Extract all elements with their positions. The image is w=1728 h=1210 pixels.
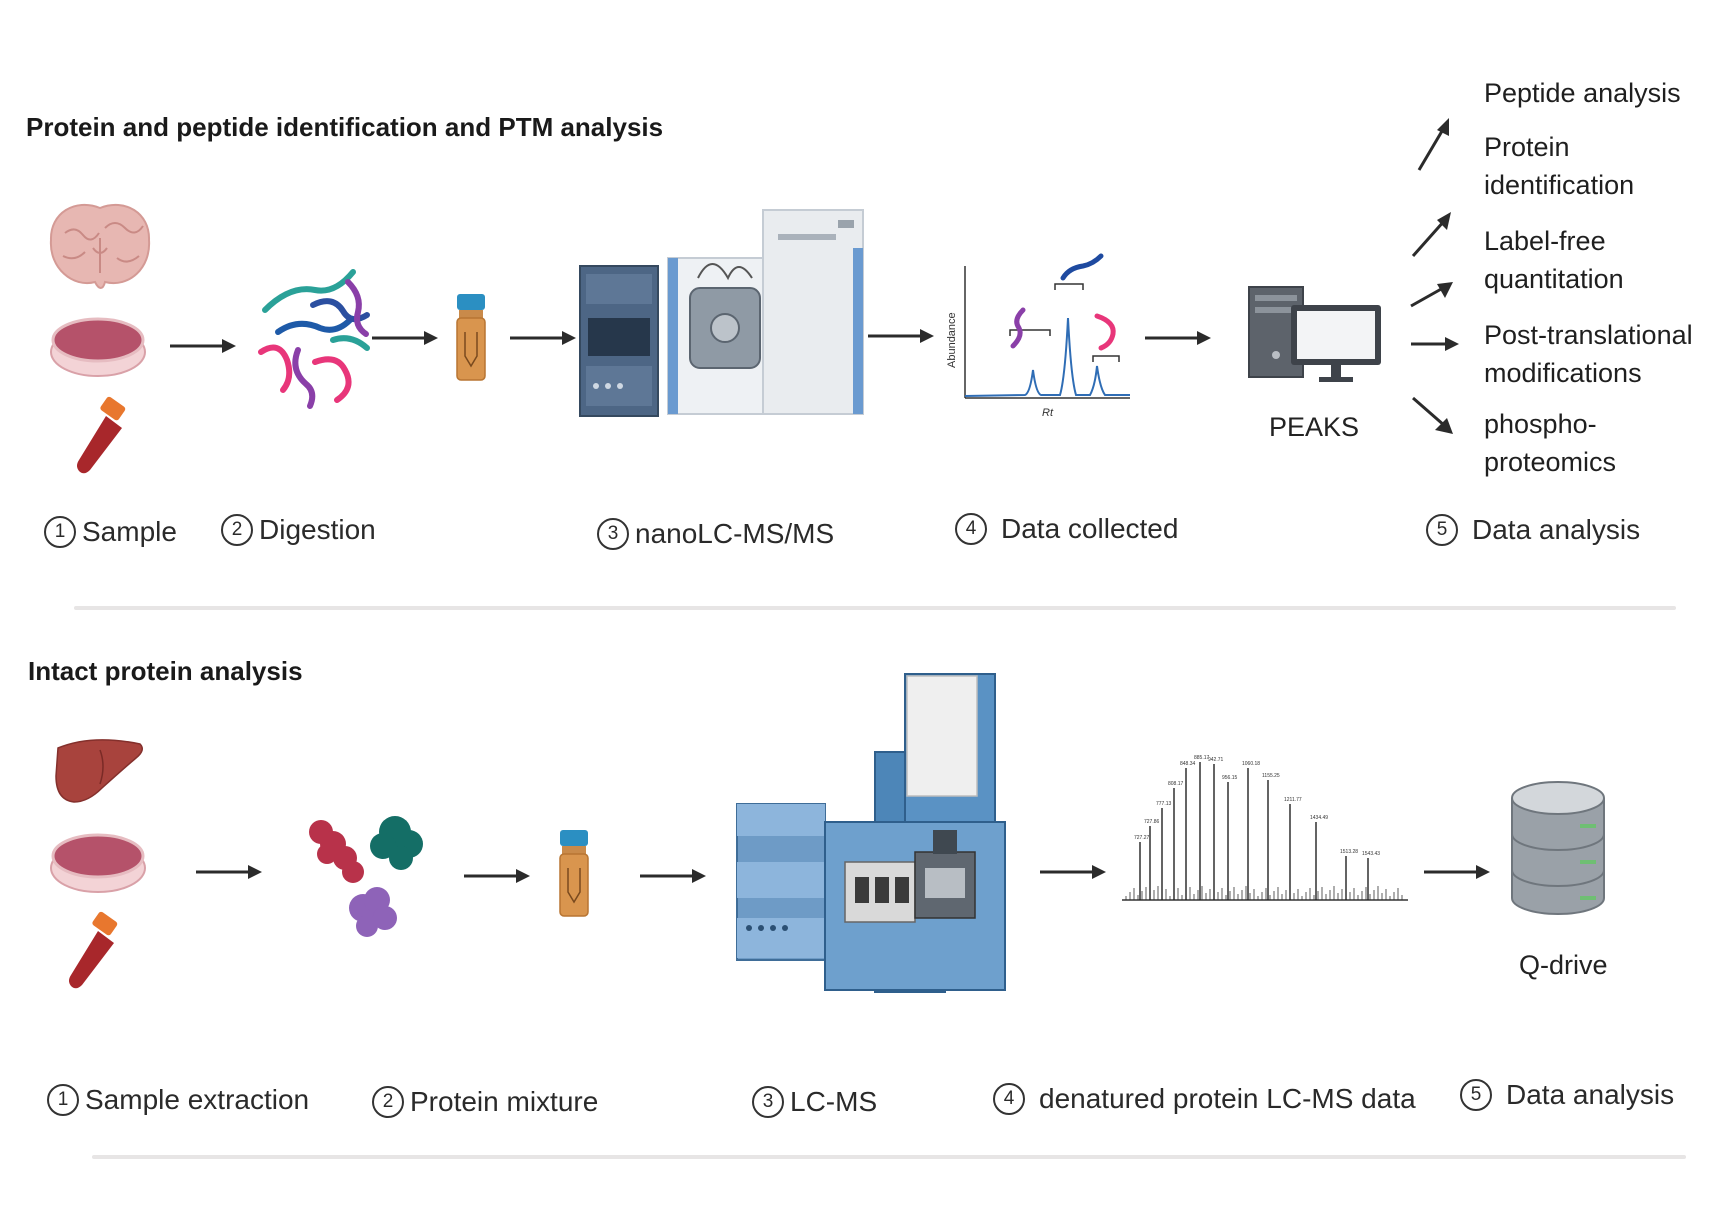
output-arrow-labelfree (1410, 282, 1453, 308)
spectrum-peak-label: 885.17 (1194, 755, 1210, 761)
step-label: Protein mixture (410, 1086, 599, 1117)
arrow-5 (1145, 331, 1211, 345)
database-icon (1511, 781, 1605, 915)
step-label: Sample extraction (85, 1084, 310, 1115)
step-label: Data collected (1001, 513, 1179, 544)
chromatogram-x-label: Rt (1042, 407, 1054, 419)
step-label: Digestion (259, 514, 376, 545)
blood-tube-icon (77, 396, 126, 474)
step-label: Sample (82, 516, 177, 547)
output-label-free-quantitation: Label-free quantitation (1484, 222, 1624, 298)
bottom-section-title: Intact protein analysis (28, 656, 303, 686)
output-phosphoproteomics: phospho- proteomics (1484, 405, 1616, 481)
output-ptm: Post-translational modifications (1484, 316, 1693, 392)
arrow-3 (510, 331, 576, 345)
spectrum-peak-label: 727.27 (1134, 835, 1150, 841)
arrow-1 (170, 339, 236, 353)
peaks-label: PEAKS (1269, 412, 1360, 442)
top-section-title: Protein and peptide identification and P… (26, 112, 664, 142)
protein-mixture-icon (309, 816, 423, 937)
step-number-badge: 1 (47, 1084, 79, 1116)
step-label: nanoLC-MS/MS (635, 518, 835, 549)
q-drive-label: Q-drive (1519, 950, 1608, 980)
spectrum-peak-label: 956.15 (1222, 775, 1238, 781)
arrow-2 (372, 331, 438, 345)
spectrum-peak-label: 848.34 (1180, 761, 1196, 767)
spectrum-peak-label: 727.86 (1144, 819, 1160, 825)
output-arrow-peptide (1417, 118, 1449, 171)
top-step-4: 4 Data collected (955, 513, 1178, 545)
section-divider-top (74, 606, 1676, 610)
output-arrow-protein (1411, 212, 1451, 257)
spectrum-peak-label: 1211.77 (1284, 797, 1302, 803)
peptides-icon (258, 269, 370, 409)
step-number-badge: 4 (955, 513, 987, 545)
spectrum-peak-label: 1060.18 (1242, 761, 1260, 767)
step-label: LC-MS (790, 1086, 878, 1117)
step-number-badge: 2 (372, 1086, 404, 1118)
section-divider-bottom (92, 1155, 1686, 1159)
spectrum-peak-label: 1543.43 (1362, 851, 1380, 857)
arrow-b4 (1040, 865, 1106, 879)
output-protein-line-2: identification (1484, 170, 1635, 200)
arrow-b3 (640, 869, 706, 883)
output-arrow-phospho (1412, 396, 1453, 434)
bottom-step-4: 4 denatured protein LC-MS data (993, 1083, 1416, 1115)
step-number-badge: 4 (993, 1083, 1025, 1115)
step-number-badge: 5 (1460, 1079, 1492, 1111)
output-phospho-line-2: proteomics (1484, 447, 1617, 477)
output-arrows (1410, 118, 1459, 434)
bottom-step-5: 5 Data analysis (1460, 1079, 1674, 1111)
sample-vial-icon-2 (559, 830, 589, 917)
lc-ms-instrument (736, 673, 1006, 993)
spectrum-peak-label: 942.71 (1208, 757, 1224, 763)
output-arrow-ptm (1411, 337, 1459, 351)
brain-icon (49, 203, 151, 289)
spectrum-peaks: 727.27 727.86 777.13 808.17 848.34885.17942.… (1125, 755, 1403, 900)
output-labelfree-line-1: Label-free (1484, 226, 1606, 256)
output-ptm-line-2: modifications (1484, 358, 1642, 388)
liver-icon (55, 739, 143, 803)
step-label: Data analysis (1472, 514, 1641, 545)
spectrum-peak-label: 1434.49 (1310, 815, 1328, 821)
output-ptm-line-1: Post-translational (1484, 320, 1693, 350)
mass-spectrum-plot: 727.27 727.86 777.13 808.17 848.34885.17942.… (1122, 755, 1408, 901)
step-label: Data analysis (1506, 1079, 1675, 1110)
output-peptide-analysis: Peptide analysis (1484, 78, 1681, 108)
arrow-b2 (464, 869, 530, 883)
arrow-b5 (1424, 865, 1490, 879)
spectrum-peak-label: 808.17 (1168, 781, 1184, 787)
step-number-badge: 1 (44, 516, 76, 548)
computer-icon (1248, 286, 1381, 382)
nanolc-msms-instrument (579, 209, 864, 417)
output-labelfree-line-2: quantitation (1484, 264, 1624, 294)
step-number-badge: 5 (1426, 514, 1458, 546)
chromatogram-y-label: Abundance (946, 312, 958, 368)
arrow-b1 (196, 865, 262, 879)
petri-dish-icon (50, 317, 146, 377)
spectrum-peak-label: 1513.28 (1340, 849, 1358, 855)
spectrum-peak-label: 1155.25 (1262, 773, 1280, 779)
chromatogram-plot: Abundance Rt (946, 253, 1130, 419)
step-number-badge: 2 (221, 514, 253, 546)
spectrum-peak-label: 777.13 (1156, 801, 1172, 807)
output-phospho-line-1: phospho- (1484, 409, 1597, 439)
arrow-4 (868, 329, 934, 343)
output-protein-line-1: Protein (1484, 132, 1570, 162)
top-step-5: 5 Data analysis (1426, 514, 1640, 546)
petri-dish-icon-2 (50, 833, 146, 893)
output-protein-identification: Protein identification (1484, 128, 1634, 204)
step-number-badge: 3 (752, 1086, 784, 1118)
blood-tube-icon-2 (69, 911, 118, 989)
step-number-badge: 3 (597, 518, 629, 550)
step-label: denatured protein LC-MS data (1039, 1083, 1416, 1114)
sample-vial-icon (456, 294, 486, 381)
